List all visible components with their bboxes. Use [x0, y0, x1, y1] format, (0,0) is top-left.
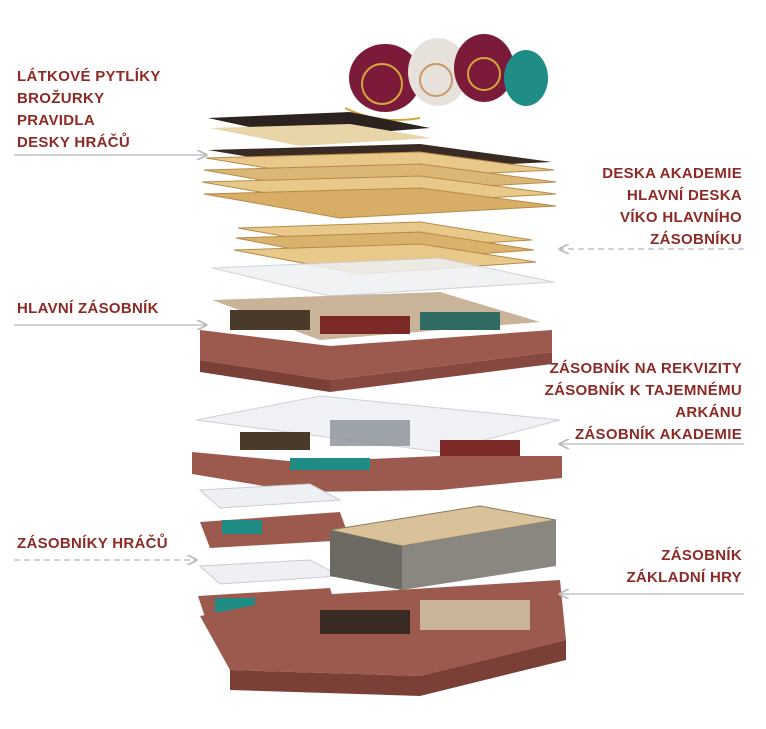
- label-academy-tray: ZÁSOBNÍK AKADEMIE: [574, 426, 742, 443]
- label-base-tray-2: ZÁKLADNÍ HRY: [626, 569, 742, 586]
- main-board-stack: [211, 221, 555, 297]
- base-game-cards: [329, 505, 557, 590]
- label-middle-right: ZÁSOBNÍK NA REKVIZITY ZÁSOBNÍK K TAJEMNÉ…: [545, 358, 742, 446]
- callout-arrows: [14, 155, 744, 594]
- label-main-tray: HLAVNÍ ZÁSOBNÍK: [17, 300, 159, 317]
- academy-tray: [192, 452, 562, 492]
- props-and-arcana-trays: [195, 395, 561, 458]
- label-player-boards: DESKY HRÁČŮ: [17, 134, 131, 151]
- label-top-left: LÁTKOVÉ PYTLÍKY BROŽURKY PRAVIDLA DESKY …: [17, 66, 161, 154]
- main-tray: [200, 292, 552, 392]
- label-top-right: DESKA AKADEMIE HLAVNÍ DESKA VÍKO HLAVNÍH…: [602, 163, 742, 251]
- label-main-board: HLAVNÍ DESKA: [627, 187, 742, 204]
- label-cloth-bags: LÁTKOVÉ PYTLÍKY: [17, 68, 161, 85]
- label-props-tray: ZÁSOBNÍK NA REKVIZITY: [549, 360, 742, 377]
- label-base-tray-1: ZÁSOBNÍK: [661, 547, 742, 564]
- label-academy-board: DESKA AKADEMIE: [602, 165, 742, 182]
- label-main-tray-lid-2: ZÁSOBNÍKU: [650, 231, 742, 248]
- label-player-trays: ZÁSOBNÍKY HRÁČŮ: [17, 535, 168, 552]
- label-arcana-tray: ZÁSOBNÍK K TAJEMNÉMU: [544, 382, 742, 399]
- player-boards-stack: [201, 112, 557, 219]
- base-game-tray: [200, 580, 566, 696]
- label-main-tray-lid: VÍKO HLAVNÍHO: [620, 209, 742, 226]
- label-arcana-tray-2: ARKÁNU: [675, 404, 742, 421]
- label-base-tray: ZÁSOBNÍK ZÁKLADNÍ HRY: [626, 545, 742, 589]
- label-rules: PRAVIDLA: [17, 112, 95, 129]
- cloth-bags: [344, 34, 548, 121]
- label-booklets: BROŽURKY: [17, 90, 105, 107]
